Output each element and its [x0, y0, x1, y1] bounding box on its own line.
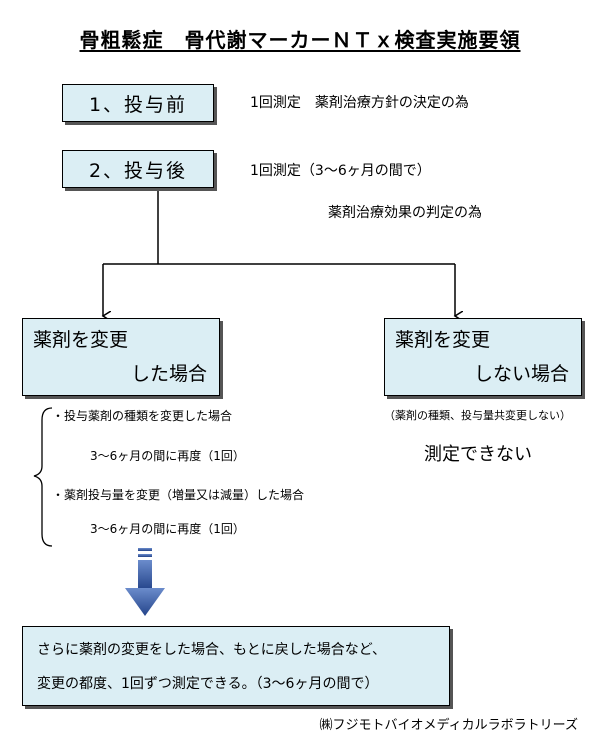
- step2-note-line1: 1回測定（3〜6ヶ月の間で）: [250, 163, 431, 179]
- changed-item-1-sub: 3〜6ヶ月の間に再度（1回）: [90, 449, 245, 463]
- unchanged-line2: しない場合: [473, 363, 569, 385]
- footer-company: ㈱フジモトバイオメディカルラボラトリーズ: [319, 718, 578, 733]
- step2-box: 2、投与後: [62, 150, 214, 188]
- summary-box: さらに薬剤の変更をした場合、もとに戻した場合など、 変更の都度、1回ずつ測定でき…: [22, 626, 450, 706]
- changed-item-2: ・薬剤投与量を変更（増量又は減量）した場合: [52, 488, 305, 502]
- page-title: 骨粗鬆症 骨代謝マーカーＮＴｘ検査実施要領: [79, 28, 521, 52]
- summary-line1: さらに薬剤の変更をした場合、もとに戻した場合など、: [37, 642, 387, 658]
- summary-line2: 変更の都度、1回ずつ測定できる。（3〜6ヶ月の間で）: [37, 676, 379, 692]
- step2-label: 2、投与後: [88, 159, 188, 182]
- changed-box: 薬剤を変更 した場合: [22, 318, 220, 396]
- changed-item-1: ・投与薬剤の種類を変更した場合: [52, 409, 233, 423]
- unchanged-box: 薬剤を変更 しない場合: [384, 318, 582, 396]
- step1-box: 1、投与前: [62, 84, 214, 122]
- step2-note-line2: 薬剤治療効果の判定の為: [328, 205, 482, 221]
- step1-label: 1、投与前: [88, 93, 188, 116]
- brace-icon: [33, 407, 53, 547]
- changed-line2: した場合: [130, 363, 207, 385]
- changed-item-2-sub: 3〜6ヶ月の間に再度（1回）: [90, 522, 245, 536]
- unchanged-result: 測定できない: [424, 444, 532, 465]
- changed-line1: 薬剤を変更: [33, 329, 129, 351]
- step1-note: 1回測定 薬剤治療方針の決定の為: [250, 95, 469, 111]
- unchanged-note: （薬剤の種類、投与量共変更しない）: [384, 409, 571, 422]
- unchanged-line1: 薬剤を変更: [395, 329, 491, 351]
- down-arrow-icon: [125, 548, 165, 616]
